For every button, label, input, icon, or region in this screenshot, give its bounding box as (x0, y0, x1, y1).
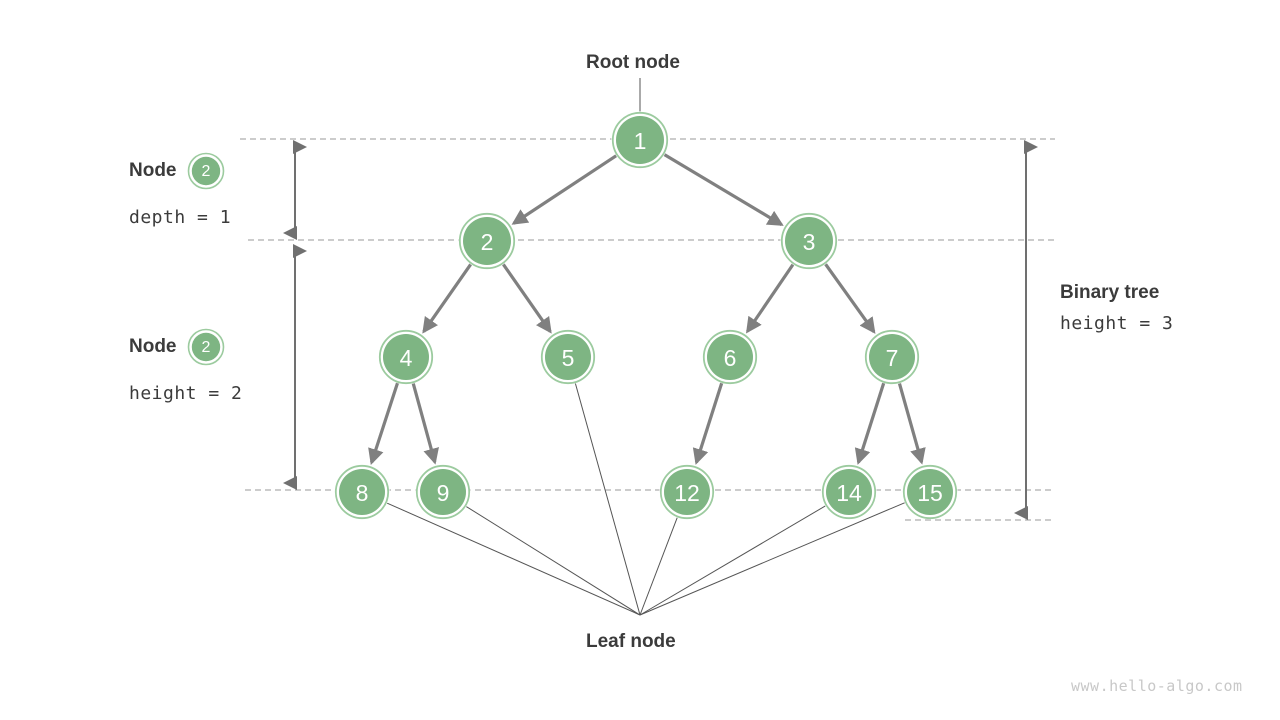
node-circle (869, 334, 915, 380)
annotation-node-height-header: Node 2 (129, 328, 242, 366)
tree-node-7[interactable]: 7 (864, 329, 920, 385)
node-circle (826, 469, 872, 515)
leaf-leader-line (574, 381, 641, 616)
node-outer-ring (540, 329, 596, 385)
node-circle (707, 334, 753, 380)
node-value: 6 (724, 345, 737, 371)
node-circle (545, 334, 591, 380)
leaf-node-label: Leaf node (586, 631, 676, 652)
measurement-arrows (283, 140, 1038, 520)
tree-edge-n4-to-n9 (411, 382, 439, 465)
node-outer-ring (458, 212, 516, 270)
tree-node-3[interactable]: 3 (780, 212, 838, 270)
tree-node-12[interactable]: 12 (659, 464, 715, 520)
node-value: 8 (356, 480, 369, 506)
tree-node-9[interactable]: 9 (415, 464, 471, 520)
leaf-leader-lines (385, 381, 907, 616)
tree-edge-n7-to-n14 (854, 382, 886, 465)
leaf-leader-line (385, 502, 641, 616)
annotation-node-depth-title: Node (129, 160, 177, 181)
leaf-leader-line (464, 505, 641, 616)
node-outer-ring (780, 212, 838, 270)
node-circle (463, 217, 511, 265)
annotation-node-depth-detail: depth = 1 (129, 207, 232, 228)
node-value: 9 (437, 480, 450, 506)
badge-node-value: 2 (201, 163, 210, 180)
tree-edge-n2-to-n4 (422, 263, 473, 334)
node-value: 1 (634, 128, 647, 154)
tree-edge-n1-to-n3 (663, 152, 784, 226)
node-outer-ring (864, 329, 920, 385)
node-circle (383, 334, 429, 380)
tree-edge-n3-to-n6 (746, 263, 795, 334)
node-value: 14 (836, 480, 862, 506)
node-outer-ring (821, 464, 877, 520)
node-outer-ring (611, 111, 669, 169)
node-circle (785, 217, 833, 265)
annotation-node-height: Node 2 height = 2 (129, 328, 242, 404)
tree-node-8[interactable]: 8 (334, 464, 390, 520)
tree-node-6[interactable]: 6 (702, 329, 758, 385)
node-outer-ring (378, 329, 434, 385)
annotation-node-height-title: Node (129, 336, 177, 357)
level-guide-lines (240, 138, 1055, 521)
node-circle (664, 469, 710, 515)
node-outer-ring (415, 464, 471, 520)
node-circle (616, 116, 664, 164)
node-outer-ring (702, 329, 758, 385)
annotation-node-depth-header: Node 2 (129, 152, 231, 190)
node-value: 2 (481, 229, 494, 255)
root-node-label: Root node (586, 52, 680, 73)
badge-node-icon: 2 (187, 152, 225, 190)
node-circle (907, 469, 953, 515)
tree-node-4[interactable]: 4 (378, 329, 434, 385)
watermark: www.hello-algo.com (1071, 677, 1243, 695)
leaf-leader-line (639, 501, 907, 616)
node-value: 7 (886, 345, 899, 371)
tree-edge-n7-to-n15 (897, 382, 926, 465)
annotation-node-depth: Node 2 depth = 1 (129, 152, 231, 228)
node-outer-ring (334, 464, 390, 520)
badge-node-value: 2 (201, 339, 210, 356)
node-outer-ring (659, 464, 715, 520)
node-value: 4 (400, 345, 413, 371)
tree-node-5[interactable]: 5 (540, 329, 596, 385)
leaf-leader-line (639, 516, 679, 616)
tree-node-2[interactable]: 2 (458, 212, 516, 270)
annotation-tree-height: Binary tree height = 3 (1060, 282, 1173, 334)
tree-edge-n6-to-n12 (692, 382, 724, 465)
tree-edge-n2-to-n5 (501, 263, 552, 334)
node-circle (420, 469, 466, 515)
node-value: 15 (917, 480, 943, 506)
tree-edge-n3-to-n7 (823, 262, 876, 334)
tree-edges (368, 152, 926, 465)
node-circle (339, 469, 385, 515)
badge-node-icon: 2 (187, 328, 225, 366)
node-value: 12 (674, 480, 700, 506)
tree-node-15[interactable]: 15 (902, 464, 958, 520)
node-outer-ring (902, 464, 958, 520)
leaf-leader-line (639, 504, 827, 616)
annotation-tree-height-title: Binary tree (1060, 282, 1160, 303)
tree-node-14[interactable]: 14 (821, 464, 877, 520)
tree-edge-n1-to-n2 (511, 154, 618, 225)
tree-edge-n4-to-n8 (368, 382, 400, 465)
annotation-tree-height-detail: height = 3 (1060, 313, 1174, 334)
node-value: 5 (562, 345, 575, 371)
tree-node-1[interactable]: 1 (611, 111, 669, 169)
annotation-node-height-detail: height = 2 (129, 383, 243, 404)
node-value: 3 (803, 229, 816, 255)
